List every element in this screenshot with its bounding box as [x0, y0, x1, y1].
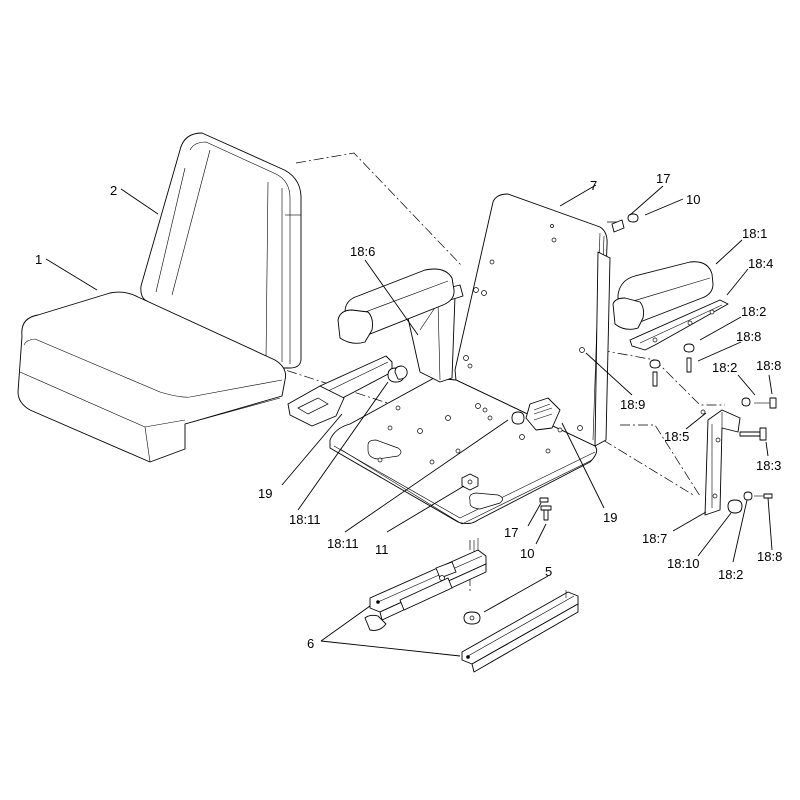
callout-7: 7 — [590, 178, 597, 193]
callout-18-7: 18:7 — [642, 531, 667, 546]
callout-18-5: 18:5 — [664, 429, 689, 444]
callout-10-top: 10 — [686, 192, 700, 207]
left-armrest-assembly — [337, 268, 464, 383]
callout-19-left: 19 — [258, 486, 272, 501]
leader-lines — [45, 184, 773, 657]
callout-18-2-lower: 18:2 — [718, 567, 743, 582]
callout-1: 1 — [35, 252, 42, 267]
seat-bottom-cushion — [17, 291, 286, 463]
callout-19-right: 19 — [603, 510, 617, 525]
callout-18-2-mid: 18:2 — [712, 360, 737, 375]
callout-6: 6 — [307, 636, 314, 651]
seat-back-cushion — [140, 132, 302, 369]
callout-18-11-upper: 18:11 — [289, 512, 321, 527]
callout-18-6: 18:6 — [350, 244, 375, 259]
seat-slide-rails — [364, 538, 579, 673]
callout-5: 5 — [545, 564, 552, 579]
callout-18-4: 18:4 — [748, 256, 773, 271]
callout-18-3: 18:3 — [756, 458, 781, 473]
callout-18-8-upper: 18:8 — [736, 329, 761, 344]
callout-18-1: 18:1 — [742, 226, 767, 241]
callout-18-9: 18:9 — [620, 397, 645, 412]
callout-18-8-lower: 18:8 — [757, 549, 782, 564]
washer — [463, 611, 481, 625]
callout-labels: 1 2 7 17 10 18:1 18:4 18:6 18:2 18:8 18:… — [35, 171, 782, 651]
callout-10-bottom: 10 — [520, 546, 534, 561]
callout-2: 2 — [110, 183, 117, 198]
callout-18-11-lower: 18:11 — [327, 536, 359, 551]
right-armrest-assembly — [612, 261, 729, 351]
seat-belt-right — [511, 397, 561, 431]
right-side-bracket — [704, 409, 743, 516]
callout-18-8-mid: 18:8 — [756, 358, 781, 373]
callout-17-bottom: 17 — [504, 525, 518, 540]
callout-11: 11 — [375, 542, 389, 557]
callout-18-10: 18:10 — [667, 556, 700, 571]
callout-17-top: 17 — [656, 171, 670, 186]
callout-18-2-upper: 18:2 — [741, 304, 766, 319]
hardware — [394, 213, 777, 521]
